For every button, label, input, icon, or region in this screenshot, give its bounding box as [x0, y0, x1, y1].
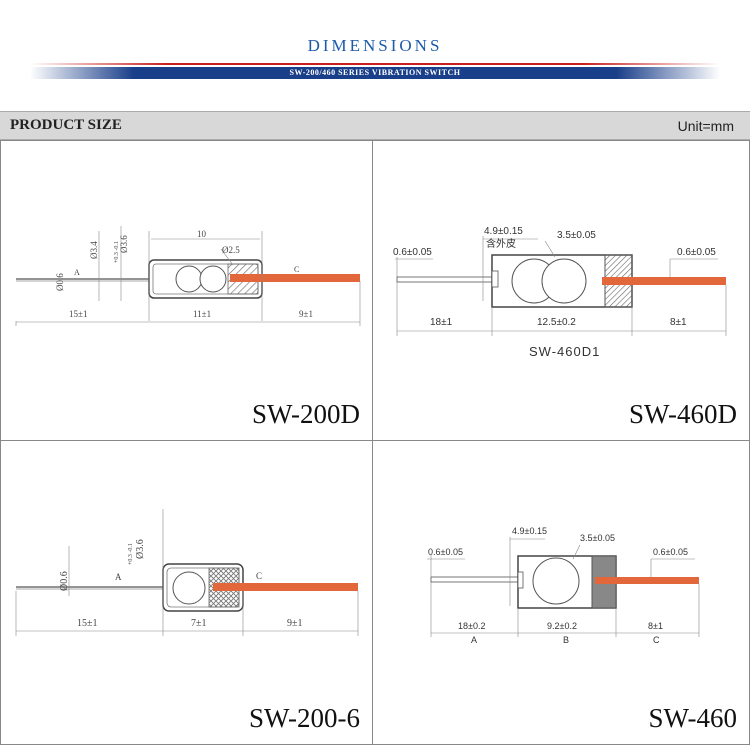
sw-200-6-drawing: Ø0.6 Ø3.6 +0.3 -0.1 A C 15±1 7±1 9±1 — [15, 509, 359, 636]
sw-460d-ball: 3.5±0.05 — [557, 230, 596, 241]
sw-200-6-len3: 9±1 — [287, 618, 303, 629]
sw-460-d49: 4.9±0.15 — [512, 526, 547, 536]
sw-460d-len1: 18±1 — [430, 317, 453, 328]
sw-200d-len3: 9±1 — [299, 309, 313, 319]
cell-sw-460: 0.6±0.05 4.9±0.15 3.5±0.05 0.6±0.05 18±0… — [372, 440, 750, 745]
sw-460-d06l: 0.6±0.05 — [428, 547, 463, 557]
sw-460-b: B — [563, 635, 569, 645]
sw-460-c: C — [653, 635, 660, 645]
sw-460d1-caption: SW-460D1 — [529, 344, 601, 359]
sw-200d-ball: Ø2.5 — [222, 245, 240, 255]
sw-460d-skin: 含外皮 — [486, 237, 516, 250]
sw-200d-c: C — [294, 265, 299, 274]
sw-200-6-len2: 7±1 — [191, 618, 207, 629]
dimension-grid: Ø0.6 Ø3.4 Ø3.6 +0.3 -0.1 10 Ø2.5 A C 15±… — [0, 140, 750, 745]
sw-200-6-d06: Ø0.6 — [59, 571, 70, 591]
sw-460-len3: 8±1 — [648, 621, 663, 631]
sw-200-6-tol36: +0.3 -0.1 — [128, 543, 134, 565]
sw-200-6-d36: Ø3.6 — [135, 539, 146, 559]
series-subtitle: SW-200/460 SERIES VIBRATION SWITCH — [289, 68, 461, 77]
model-sw-200d: SW-200D — [252, 399, 360, 429]
sw-200d-d36: Ø3.6 — [119, 235, 129, 253]
sw-200d-drawing: Ø0.6 Ø3.4 Ø3.6 +0.3 -0.1 10 Ø2.5 A C 15±… — [15, 226, 361, 326]
page-title: DIMENSIONS — [307, 36, 443, 55]
model-sw-200-6: SW-200-6 — [249, 703, 360, 733]
sw-200d-d34: Ø3.4 — [89, 241, 99, 259]
sw-200-6-c: C — [256, 571, 262, 581]
sw-200d-a: A — [74, 268, 80, 277]
product-size-bar: PRODUCT SIZE Unit=mm — [0, 111, 750, 140]
sw-200d-top: 10 — [197, 229, 207, 239]
sw-460d-len3: 8±1 — [670, 317, 687, 328]
sw-200d-tol36: +0.3 -0.1 — [114, 241, 120, 263]
sw-460d-drawing: 0.6±0.05 4.9±0.15 含外皮 3.5±0.05 0.6±0.05 … — [393, 226, 727, 336]
sw-200d-len2: 11±1 — [193, 309, 211, 319]
sw-460-ball: 3.5±0.05 — [580, 533, 615, 543]
cell-sw-460d: 0.6±0.05 4.9±0.15 含外皮 3.5±0.05 0.6±0.05 … — [372, 140, 750, 441]
sw-460-len2: 9.2±0.2 — [547, 621, 577, 631]
title-stripe-red — [30, 63, 720, 65]
title-stripe-blue — [30, 67, 720, 79]
sw-460d-len2: 12.5±0.2 — [537, 317, 576, 328]
sw-460d-d49: 4.9±0.15 — [484, 226, 523, 237]
sw-460-len1: 18±0.2 — [458, 621, 485, 631]
sw-200-6-len1: 15±1 — [77, 618, 98, 629]
sw-460-drawing: 0.6±0.05 4.9±0.15 3.5±0.05 0.6±0.05 18±0… — [427, 526, 700, 645]
sw-200d-d06: Ø0.6 — [55, 273, 65, 291]
sw-200-6-a: A — [115, 572, 122, 582]
sw-200d-len1: 15±1 — [69, 309, 87, 319]
cell-sw-200-6: Ø0.6 Ø3.6 +0.3 -0.1 A C 15±1 7±1 9±1 SW-… — [0, 440, 373, 745]
model-sw-460: SW-460 — [648, 703, 737, 733]
product-size-label: PRODUCT SIZE — [10, 117, 122, 133]
sw-460-d06r: 0.6±0.05 — [653, 547, 688, 557]
sw-460-a: A — [471, 635, 477, 645]
unit-label: Unit=mm — [677, 118, 734, 134]
model-sw-460d: SW-460D — [629, 399, 737, 429]
sw-460d-d06l: 0.6±0.05 — [393, 247, 432, 258]
sw-460d-d06r: 0.6±0.05 — [677, 247, 716, 258]
cell-sw-200d: Ø0.6 Ø3.4 Ø3.6 +0.3 -0.1 10 Ø2.5 A C 15±… — [0, 140, 373, 441]
